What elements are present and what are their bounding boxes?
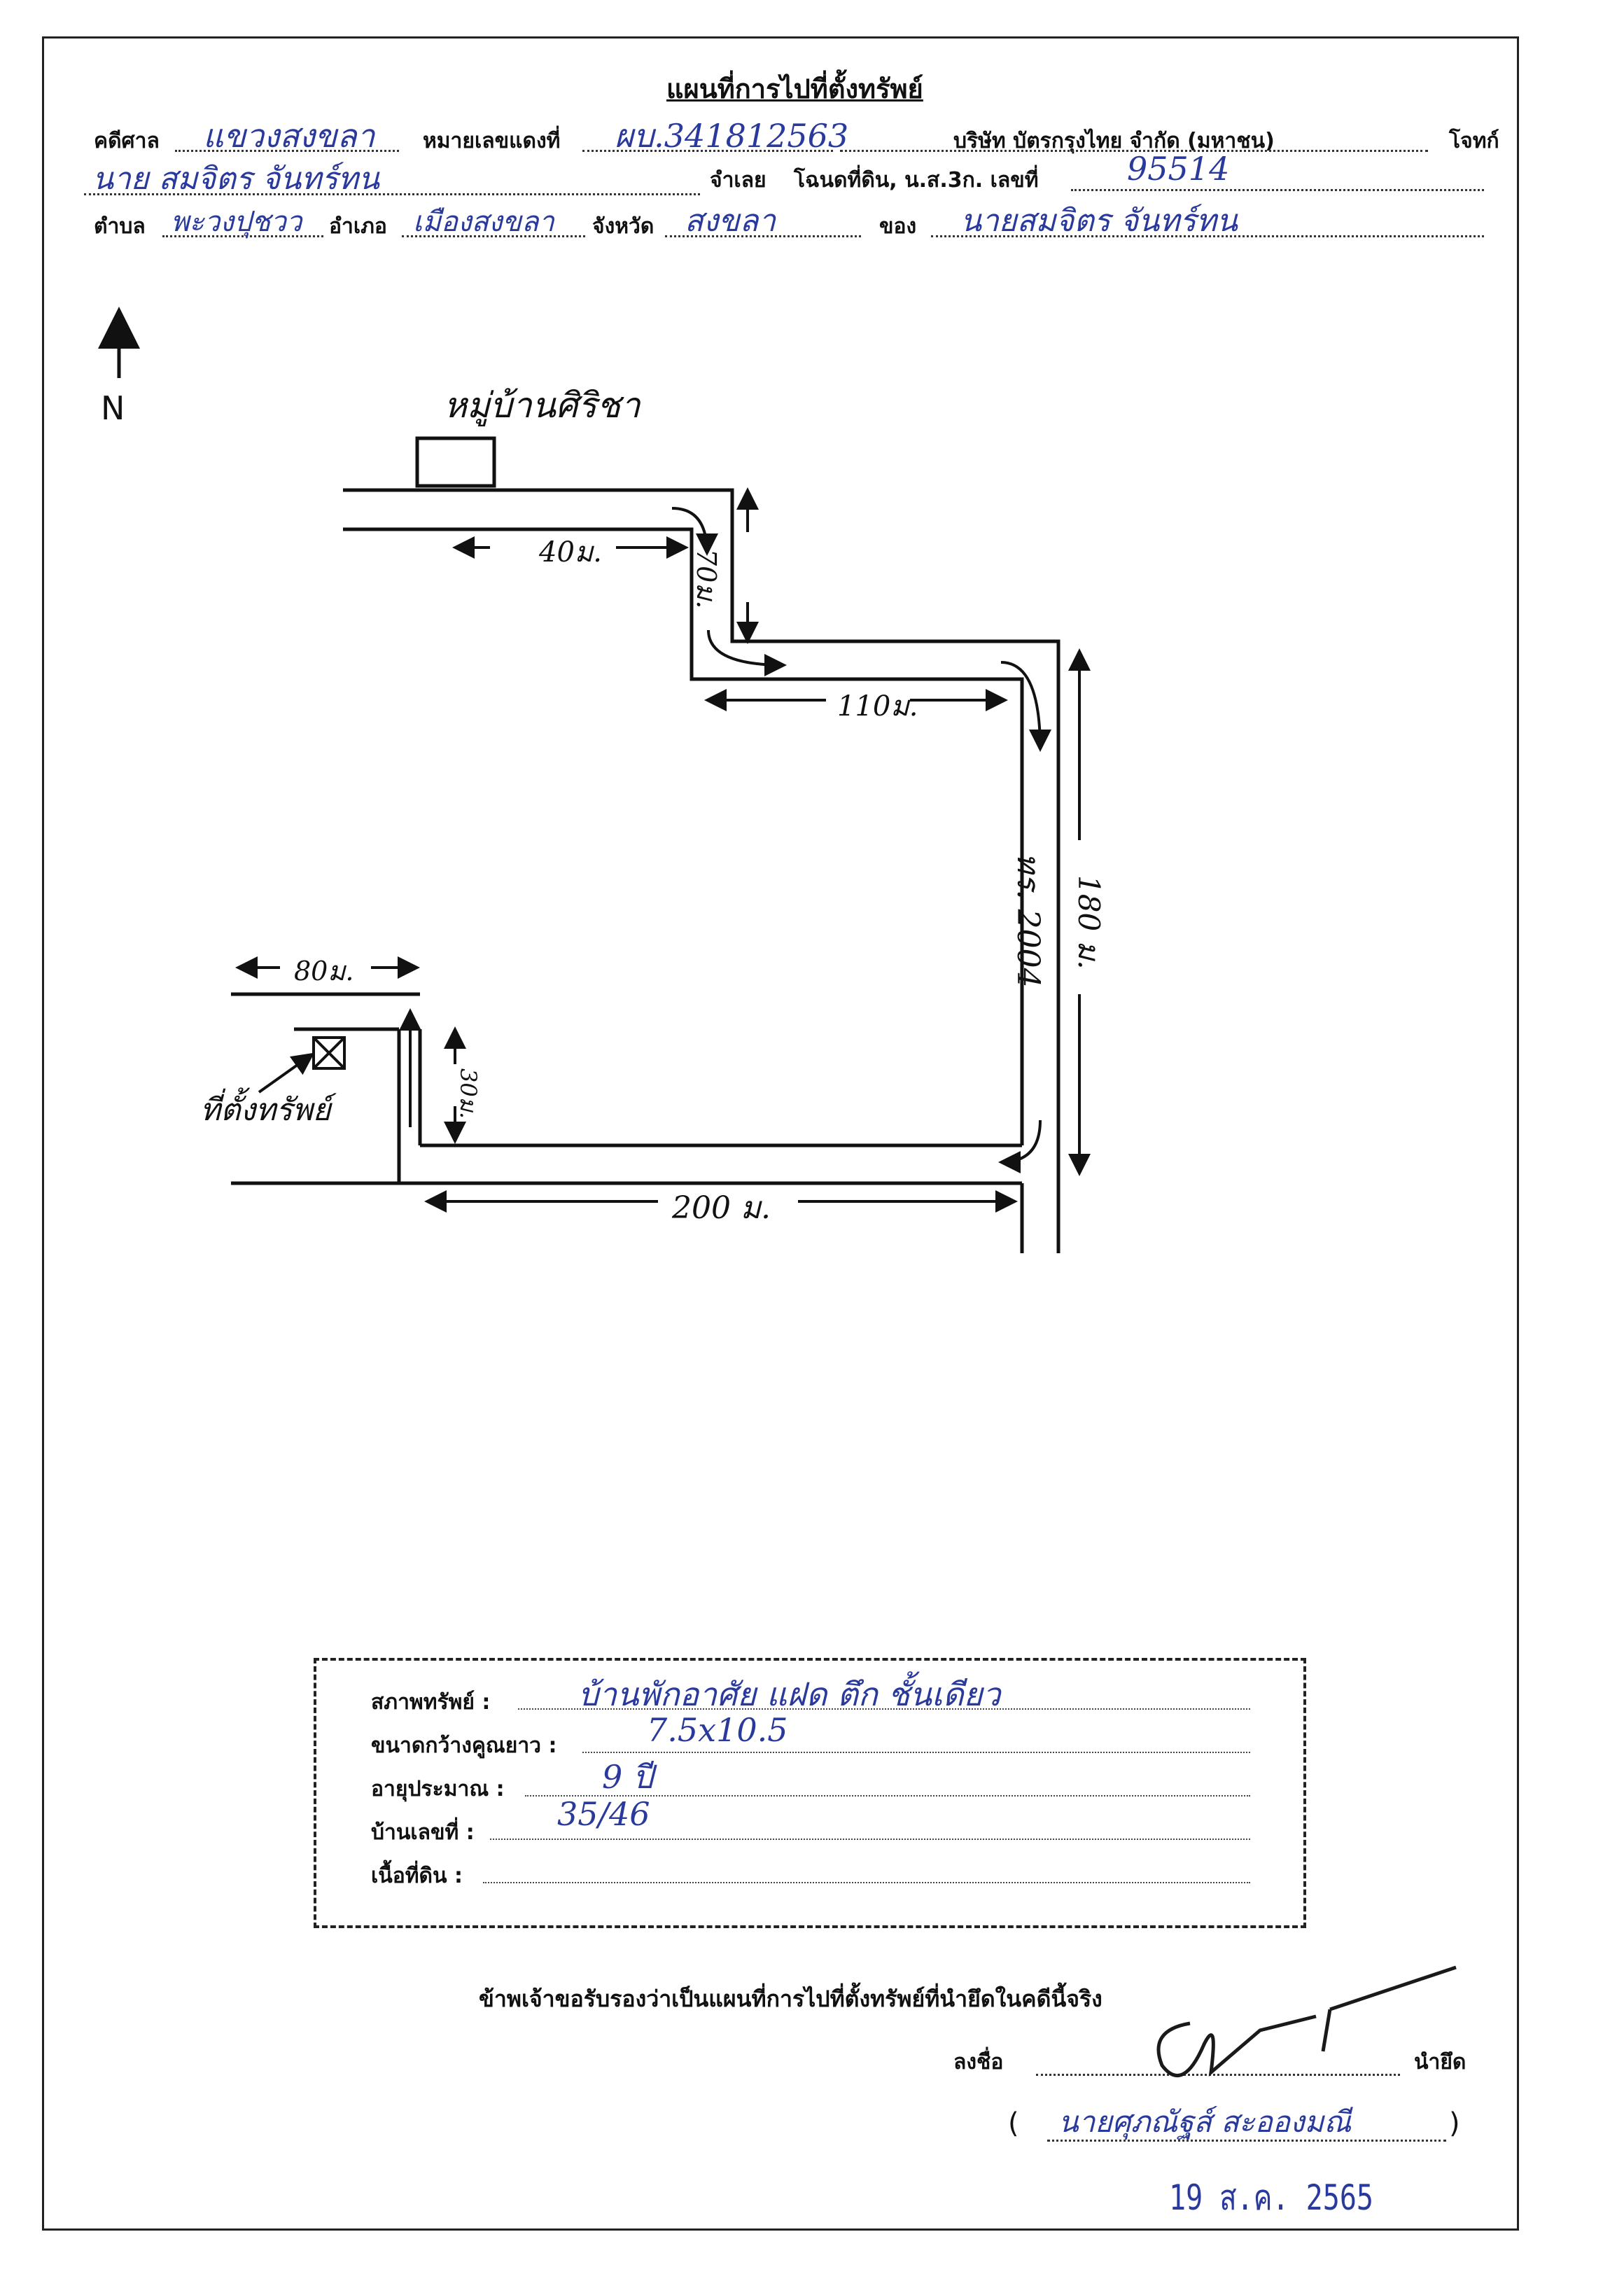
age-underline xyxy=(525,1795,1250,1797)
land-area-label: เนื้อที่ดิน : xyxy=(371,1864,463,1888)
court-underline xyxy=(175,150,399,152)
signature-underline xyxy=(1036,2074,1400,2076)
district-value: เมืองสงขลา xyxy=(413,206,554,238)
road-inner-top xyxy=(343,527,1024,1145)
village-label: หมู่บ้านศิริชา xyxy=(444,385,640,426)
road-outer-top xyxy=(343,488,1060,1253)
north-arrow-icon xyxy=(98,307,140,378)
seizer-label: นำยึด xyxy=(1414,2050,1466,2074)
route-direction-arrows xyxy=(399,507,1051,1173)
subdistrict-value: พะวงปุชวว xyxy=(171,206,302,238)
province-value: สงขลา xyxy=(685,203,776,239)
defendant-label: จำเลย xyxy=(710,168,766,193)
owner-underline xyxy=(931,235,1484,237)
size-value: 7.5x10.5 xyxy=(647,1711,788,1749)
red-number-label: หมายเลขแดงที่ xyxy=(423,129,561,153)
subdistrict-label: ตำบล xyxy=(94,214,146,239)
document-border xyxy=(42,36,1519,2231)
distance-200-label: 200 ม. xyxy=(672,1190,771,1226)
north-label: N xyxy=(101,389,125,427)
deed-value: 95514 xyxy=(1127,150,1230,188)
dimension-arrows xyxy=(235,487,1091,1213)
name-open-paren: ( xyxy=(1008,2107,1019,2140)
plaintiff-value: บริษัท บัตรกรุงไทย จำกัด (มหาชน) xyxy=(953,129,1275,153)
land-area-underline xyxy=(483,1882,1250,1883)
document-title: แผนที่การไปที่ตั้งทรัพย์ xyxy=(666,74,923,104)
red-number-underline xyxy=(582,150,833,152)
district-underline xyxy=(402,235,585,237)
red-number-value: ผบ.341812563 xyxy=(615,117,849,155)
size-underline xyxy=(582,1752,1250,1753)
plaintiff-label: โจทก์ xyxy=(1449,129,1499,153)
owner-label: ของ xyxy=(879,214,917,239)
size-label: ขนาดกว้างคูณยาว : xyxy=(371,1734,557,1758)
village-building xyxy=(415,436,496,488)
deed-underline xyxy=(1071,189,1484,191)
age-label: อายุประมาณ : xyxy=(371,1777,505,1801)
defendant-underline xyxy=(84,193,700,195)
province-label: จังหวัด xyxy=(592,214,654,239)
date-stamp: 19 ส.ค. 2565 xyxy=(1169,2177,1373,2218)
defendant-value: นาย สมจิตร จันทร์ทน xyxy=(92,161,379,197)
court-label: คดีศาล xyxy=(94,129,160,153)
plaintiff-underline xyxy=(840,150,1428,152)
age-value: 9 ปี xyxy=(602,1758,654,1796)
deed-label: โฉนดที่ดิน, น.ส.3ก. เลขที่ xyxy=(794,168,1039,193)
distance-40-label: 40ม. xyxy=(539,536,602,568)
condition-label: สภาพทรัพย์ : xyxy=(371,1690,491,1715)
district-label: อำเภอ xyxy=(329,214,387,239)
name-close-paren: ) xyxy=(1449,2107,1460,2140)
province-underline xyxy=(665,235,861,237)
house-number-label: บ้านเลขที่ : xyxy=(371,1820,475,1845)
roads xyxy=(231,488,1060,1253)
property-label: ที่ตั้งทรัพย์ xyxy=(200,1092,331,1128)
owner-value: นายสมจิตร จันทร์ทน xyxy=(960,203,1238,239)
property-info-box xyxy=(314,1658,1306,1928)
property-marker-icon xyxy=(258,1036,346,1094)
subdistrict-underline xyxy=(162,235,323,237)
court-value: แขวงสงขลา xyxy=(203,117,375,155)
distance-80-label: 80ม. xyxy=(294,956,354,986)
sign-label: ลงชื่อ xyxy=(953,2050,1004,2074)
house-number-underline xyxy=(490,1839,1250,1840)
distance-110-label: 110ม. xyxy=(837,690,918,723)
certification-text: ข้าพเจ้าขอรับรองว่าเป็นแผนที่การไปที่ตั้… xyxy=(479,1986,1102,2012)
condition-underline xyxy=(518,1708,1250,1710)
name-underline xyxy=(1047,2140,1446,2142)
house-number-value: 35/46 xyxy=(557,1795,650,1833)
condition-value: บ้านพักอาศัย แฝด ตึก ชั้นเดียว xyxy=(578,1675,1001,1713)
signer-name: นายศุภณัฐส์ สะอองมณี xyxy=(1058,2105,1352,2139)
